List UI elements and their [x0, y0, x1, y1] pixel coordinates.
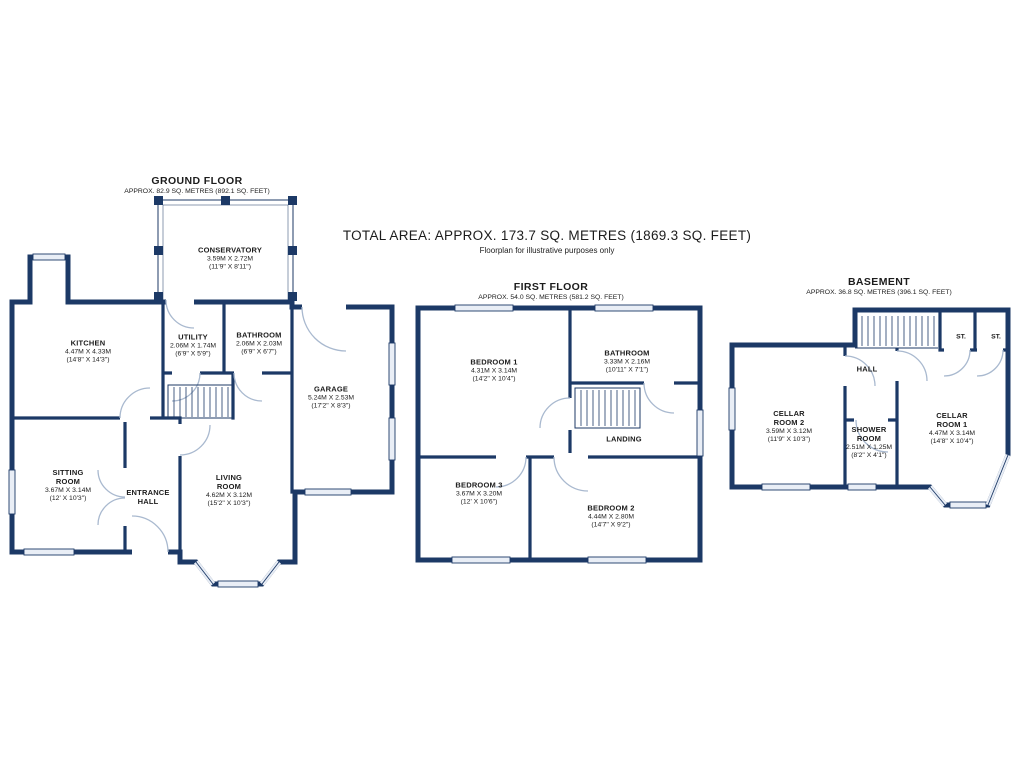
room-label-cellar-room2: CELLAR ROOM 2 3.59M X 3.12M (11'9" X 10'… — [765, 409, 813, 443]
first-floor-header: FIRST FLOOR APPROX. 54.0 SQ. METRES (581… — [478, 281, 623, 301]
room-label-landing: LANDING — [606, 434, 642, 444]
basement-windows — [728, 387, 1011, 509]
disclaimer-text: Floorplan for illustrative purposes only — [479, 246, 615, 255]
room-label-storage2: ST. — [991, 333, 1001, 341]
basement-header: BASEMENT APPROX. 36.8 SQ. METRES (396.1 … — [806, 276, 951, 296]
room-label-cellar-room1: CELLAR ROOM 1 4.47M X 3.14M (14'8" X 10'… — [928, 411, 976, 445]
first-exterior-walls — [415, 305, 703, 563]
first-stairs — [574, 387, 641, 429]
ground-windows — [8, 253, 396, 588]
room-label-shower-room: SHOWER ROOM 2.51M X 1.25M (8'2" X 4'1") — [845, 425, 893, 459]
basement-name: BASEMENT — [847, 276, 911, 288]
first-windows — [451, 304, 704, 564]
room-label-basement-hall: HALL — [856, 364, 878, 374]
basement-drawing — [728, 307, 1011, 509]
ground-stairs — [167, 384, 234, 419]
ground-floor-area: APPROX. 82.9 SQ. METRES (892.1 SQ. FEET) — [124, 188, 270, 195]
first-door-openings — [496, 379, 674, 461]
room-label-kitchen: KITCHEN 4.47M X 4.33M (14'8" X 14'3") — [64, 338, 112, 364]
basement-door-openings — [841, 346, 1003, 424]
total-area-text: TOTAL AREA: APPROX. 173.7 SQ. METRES (18… — [342, 228, 752, 243]
ground-floor-name: GROUND FLOOR — [151, 175, 243, 187]
first-floor-area: APPROX. 54.0 SQ. METRES (581.2 SQ. FEET) — [478, 294, 624, 301]
room-label-living-room: LIVING ROOM 4.62M X 3.12M (15'2" X 10'3"… — [205, 473, 253, 507]
first-door-arcs — [495, 382, 675, 492]
first-floor-drawing — [415, 304, 704, 564]
room-label-entrance-hall: ENTRANCE HALL — [126, 488, 170, 506]
room-label-bedroom1: BEDROOM 1 4.31M X 3.14M (14'2" X 10'4") — [470, 357, 518, 383]
room-label-sitting-room: SITTING ROOM 3.67M X 3.14M (12' X 10'3") — [44, 468, 92, 502]
room-label-ground-bathroom: BATHROOM 2.06M X 2.03M (6'9" X 6'7") — [235, 330, 283, 356]
room-label-storage1: ST. — [956, 333, 966, 341]
total-area-title: TOTAL AREA: APPROX. 173.7 SQ. METRES (18… — [343, 228, 751, 255]
ground-floor-header: GROUND FLOOR APPROX. 82.9 SQ. METRES (89… — [124, 175, 269, 195]
room-label-bedroom2: BEDROOM 2 4.44M X 2.80M (14'7" X 9'2") — [587, 503, 635, 529]
basement-stairs — [861, 316, 935, 346]
first-interior-walls — [416, 306, 702, 562]
room-label-garage: GARAGE 5.24M X 2.53M (17'2" X 8'3") — [307, 384, 355, 410]
room-label-bedroom3: BEDROOM 3 3.67M X 3.20M (12' X 10'6") — [455, 480, 503, 506]
room-label-utility: UTILITY 2.06M X 1.74M (6'9" X 5'9") — [169, 332, 217, 358]
first-floor-name: FIRST FLOOR — [513, 281, 589, 293]
room-label-first-bathroom: BATHROOM 3.33M X 2.16M (10'11" X 7'1") — [603, 348, 651, 374]
basement-door-arcs — [844, 349, 1004, 453]
basement-exterior-walls — [729, 307, 1011, 508]
ground-floor-drawing — [8, 196, 396, 588]
basement-interior-walls — [843, 308, 1010, 489]
basement-area: APPROX. 36.8 SQ. METRES (396.1 SQ. FEET) — [806, 289, 952, 296]
room-label-conservatory: CONSERVATORY 3.59M X 2.72M (11'9" X 8'11… — [197, 245, 263, 271]
ground-door-arcs — [97, 299, 347, 553]
